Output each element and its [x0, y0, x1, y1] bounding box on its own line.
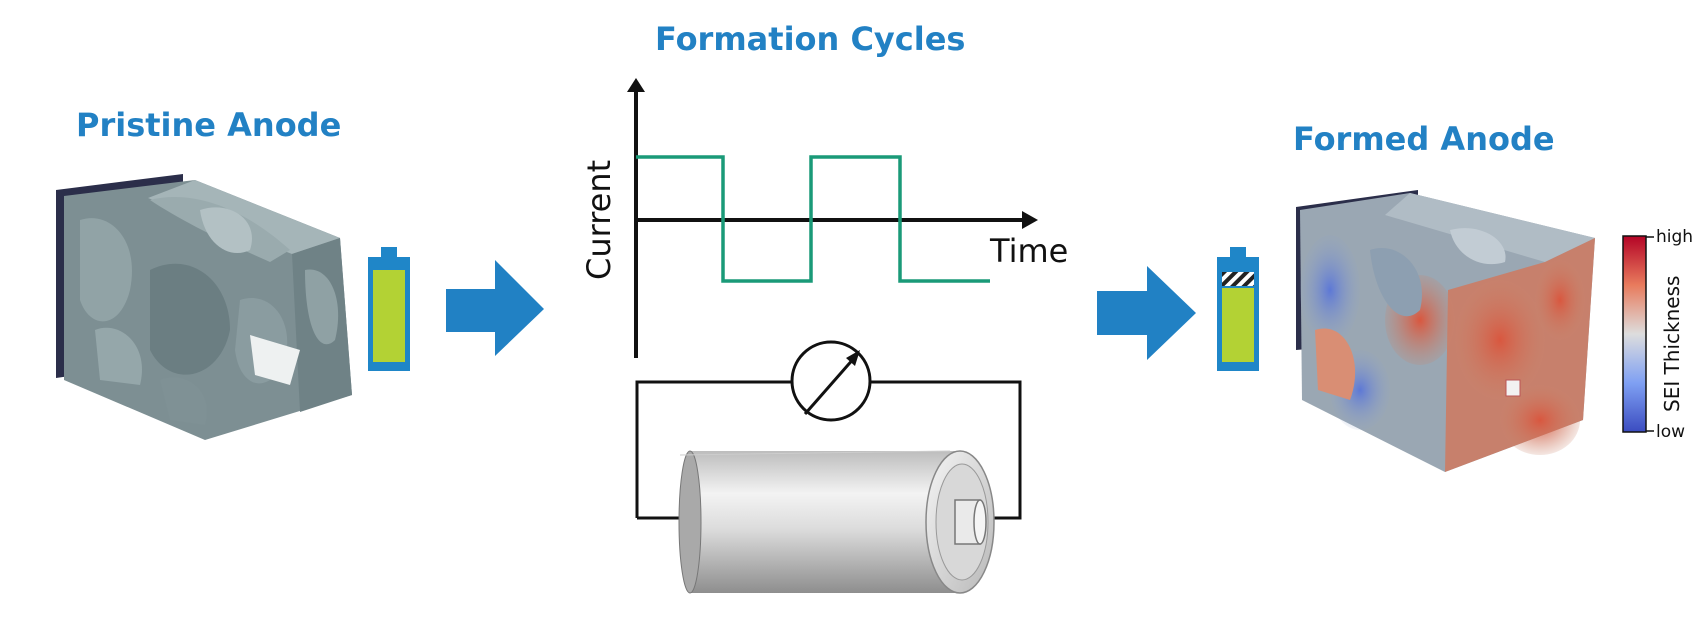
pristine-battery-icon	[368, 247, 410, 371]
sei-thickness-colorbar: high low SEI Thickness	[1622, 227, 1693, 442]
pristine-anode-title: Pristine Anode	[76, 106, 342, 144]
time-axis-label: Time	[989, 232, 1068, 270]
colorbar-low-label: low	[1656, 422, 1685, 442]
battery-cell-icon	[678, 450, 995, 594]
formed-battery-icon	[1217, 247, 1259, 371]
colorbar-high-label: high	[1656, 227, 1693, 247]
process-arrow-2	[1097, 266, 1196, 360]
formed-anode-title: Formed Anode	[1293, 120, 1555, 158]
cycling-circuit	[635, 340, 1022, 594]
colorbar-title: SEI Thickness	[1660, 276, 1684, 412]
ammeter-icon	[790, 340, 872, 422]
formation-cycles-title: Formation Cycles	[655, 20, 966, 58]
current-time-plot: Current Time	[580, 78, 1068, 358]
current-axis-label: Current	[580, 160, 618, 280]
formation-current-signal	[636, 155, 990, 283]
formed-anode-microstructure	[1296, 190, 1595, 472]
process-arrow-1	[446, 260, 544, 356]
pristine-anode-microstructure	[56, 174, 352, 440]
